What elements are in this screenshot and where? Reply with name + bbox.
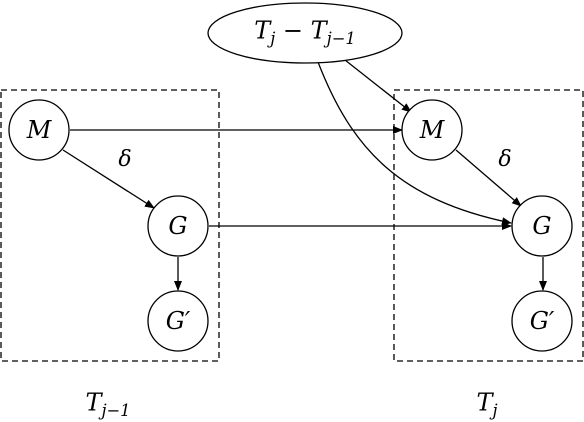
right-group-label-main: T bbox=[476, 388, 493, 417]
left-node-gp-shape bbox=[147, 290, 209, 352]
left-group-label-sub: j−1 bbox=[101, 401, 131, 421]
right-node-m-shape bbox=[401, 99, 463, 161]
top-node-minus: − bbox=[275, 16, 311, 45]
edge-top-to-right-g bbox=[317, 61, 512, 226]
top-node-sub1: j bbox=[270, 29, 276, 49]
left-node-gp-label: G′ bbox=[165, 307, 191, 335]
right-edge-delta-label: δ bbox=[498, 147, 512, 172]
top-node-t1: T bbox=[254, 16, 271, 45]
right-node-gp-shape bbox=[511, 290, 573, 352]
right-group-label: Tj bbox=[476, 390, 497, 419]
right-node-gp-label: G′ bbox=[529, 307, 555, 335]
left-node-m-label: M bbox=[26, 116, 52, 144]
left-node-m-shape bbox=[8, 99, 70, 161]
left-node-g-label: G bbox=[168, 212, 188, 240]
top-node-sub2: j−1 bbox=[326, 29, 356, 49]
edge-top-to-right-m bbox=[344, 59, 412, 113]
edge-left-m-to-left-g bbox=[62, 149, 155, 209]
top-node-t2: T bbox=[310, 16, 327, 45]
edge-right-m-to-right-g bbox=[455, 149, 522, 207]
left-group-label: Tj−1 bbox=[85, 390, 130, 419]
left-group-label-main: T bbox=[85, 388, 102, 417]
right-group-label-sub: j bbox=[492, 401, 498, 421]
top-node-label: Tj − Tj−1 bbox=[254, 18, 356, 47]
right-node-g-label: G bbox=[532, 212, 552, 240]
left-node-g-shape bbox=[147, 195, 209, 257]
left-edge-delta-label: δ bbox=[118, 147, 132, 172]
top-node-shape bbox=[207, 2, 403, 64]
right-node-g-shape bbox=[511, 195, 573, 257]
right-node-m-label: M bbox=[419, 116, 445, 144]
